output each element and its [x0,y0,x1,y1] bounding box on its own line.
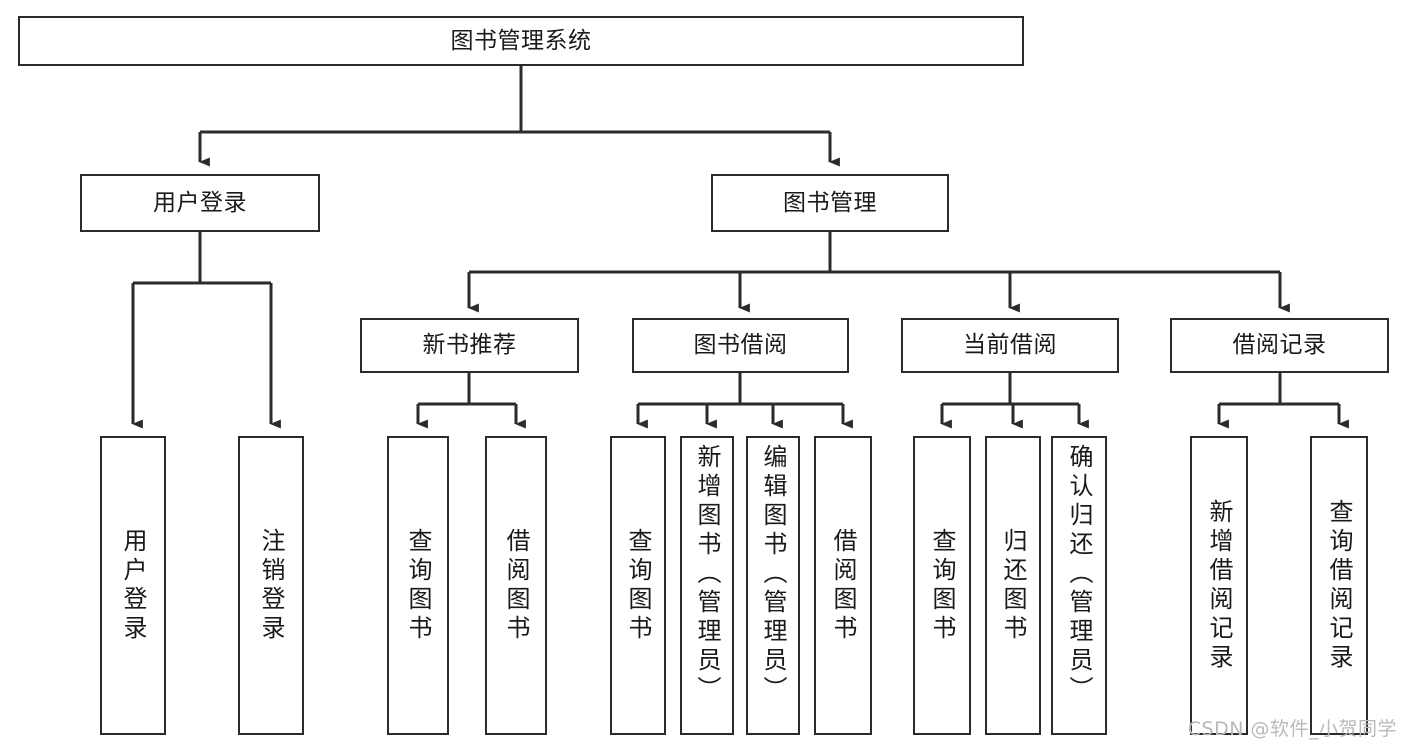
leaf-borrow-book-1[interactable]: 借阅图书 [485,436,547,735]
node-new-book-rec-label: 新书推荐 [422,332,517,359]
leaf-borrow-book-2-label: 借阅图书 [829,527,857,644]
leaf-query-book-2-label: 查询图书 [624,527,652,644]
leaf-add-record[interactable]: 新增借阅记录 [1190,436,1248,735]
node-borrow-record-label: 借阅记录 [1232,332,1327,359]
node-user-login[interactable]: 用户登录 [80,174,320,232]
leaf-logout[interactable]: 注销登录 [238,436,304,735]
leaf-add-book-label: 新增图书（管理员） [693,444,721,705]
leaf-query-record[interactable]: 查询借阅记录 [1310,436,1368,735]
leaf-query-book-2[interactable]: 查询图书 [610,436,666,735]
leaf-user-login[interactable]: 用户登录 [100,436,166,735]
leaf-query-book-3-label: 查询图书 [928,527,956,644]
leaf-return-book-label: 归还图书 [999,527,1027,644]
leaf-borrow-book-1-label: 借阅图书 [502,527,530,644]
node-borrow-record[interactable]: 借阅记录 [1170,318,1389,373]
node-book-borrow[interactable]: 图书借阅 [632,318,849,373]
leaf-edit-book[interactable]: 编辑图书（管理员） [746,436,800,735]
leaf-edit-book-label: 编辑图书（管理员） [759,444,787,705]
leaf-logout-label: 注销登录 [257,527,285,644]
node-root-label: 图书管理系统 [450,27,592,54]
node-book-manage[interactable]: 图书管理 [711,174,949,232]
node-user-login-label: 用户登录 [153,189,247,216]
watermark-text: CSDN @软件_小贺同学 [1187,718,1397,740]
node-current-borrow[interactable]: 当前借阅 [901,318,1119,373]
leaf-query-book-1[interactable]: 查询图书 [387,436,449,735]
leaf-borrow-book-2[interactable]: 借阅图书 [814,436,872,735]
leaf-query-record-label: 查询借阅记录 [1325,498,1353,673]
node-root[interactable]: 图书管理系统 [18,16,1024,66]
leaf-return-book[interactable]: 归还图书 [985,436,1041,735]
node-new-book-rec[interactable]: 新书推荐 [360,318,579,373]
node-current-borrow-label: 当前借阅 [963,332,1057,359]
leaf-add-book[interactable]: 新增图书（管理员） [680,436,734,735]
node-book-manage-label: 图书管理 [783,189,877,216]
leaf-query-book-3[interactable]: 查询图书 [913,436,971,735]
leaf-user-login-label: 用户登录 [119,527,147,644]
leaf-query-book-1-label: 查询图书 [404,527,432,644]
leaf-add-record-label: 新增借阅记录 [1205,498,1233,673]
node-book-borrow-label: 图书借阅 [693,332,788,359]
leaf-confirm-return[interactable]: 确认归还（管理员） [1051,436,1107,735]
leaf-confirm-return-label: 确认归还（管理员） [1065,444,1093,705]
